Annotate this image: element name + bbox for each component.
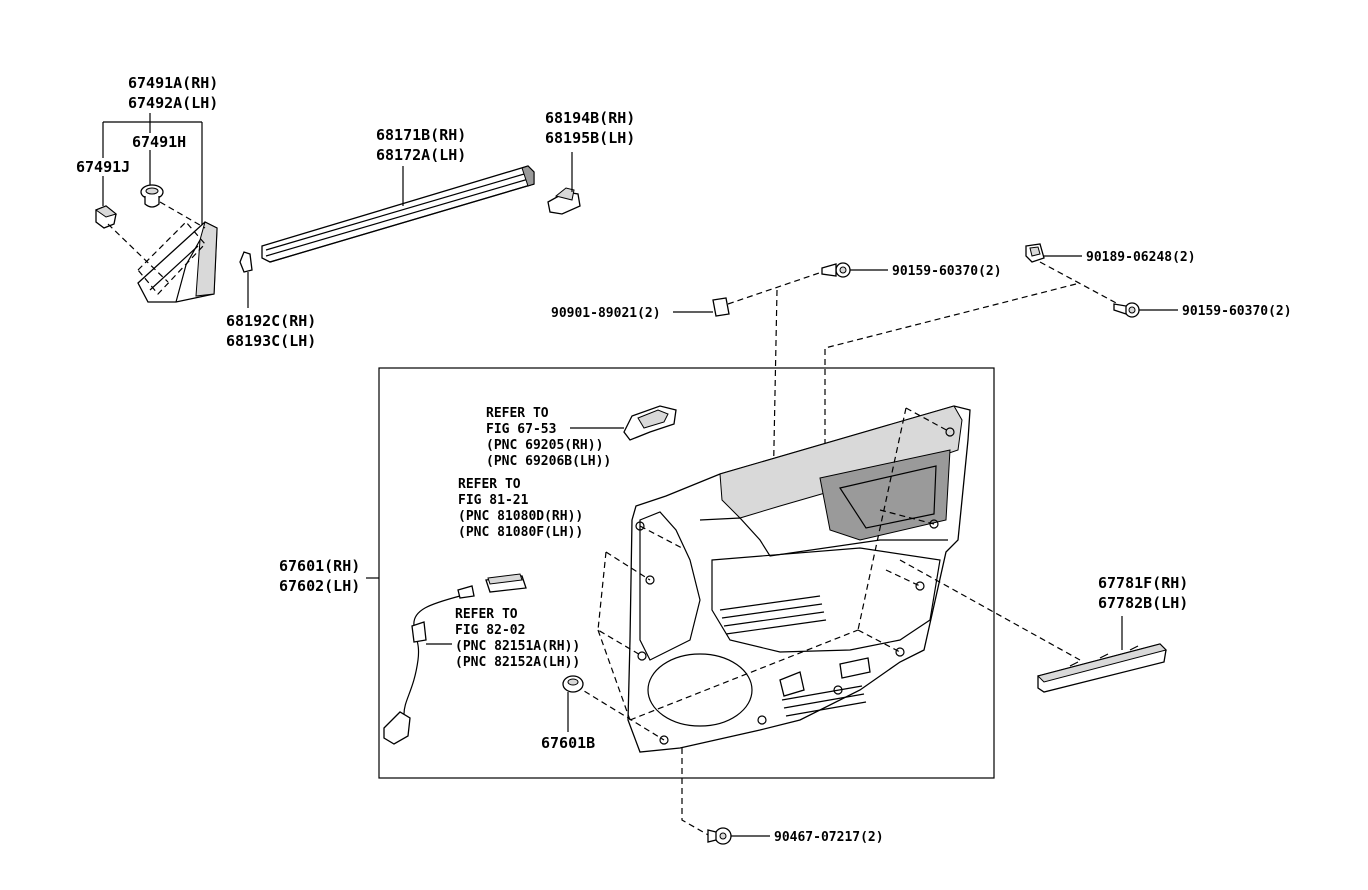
ref-67-53-line4: (PNC 69206B(LH)) xyxy=(486,454,611,469)
label-67492a-lh: 67492A(LH) xyxy=(128,94,218,112)
door-trim-panel-67601 xyxy=(627,405,971,753)
ref-81-21-line2: FIG 81-21 xyxy=(458,493,529,508)
clip-67491j xyxy=(94,205,118,229)
ref-82-02-line4: (PNC 82152A(LH)) xyxy=(455,655,580,670)
ref-81-21-line4: (PNC 81080F(LH)) xyxy=(458,525,583,540)
garnish-67491a xyxy=(137,221,218,303)
garnish-67491a-group xyxy=(94,113,218,303)
label-68193c-lh: 68193C(LH) xyxy=(226,332,316,350)
wire-harness-ref-82-02 xyxy=(383,585,475,745)
bolt-90467 xyxy=(707,827,770,845)
label-68195b-lh: 68195B(LH) xyxy=(545,129,635,147)
clip-68194b xyxy=(547,152,581,215)
ref-82-02-line1: REFER TO xyxy=(455,607,518,622)
clip-68192c xyxy=(239,251,253,308)
label-67781f-rh: 67781F(RH) xyxy=(1098,574,1188,592)
label-67782b-lh: 67782B(LH) xyxy=(1098,594,1188,612)
ref-67-53-line2: FIG 67-53 xyxy=(486,422,556,437)
label-67491a-rh: 67491A(RH) xyxy=(128,74,218,92)
screw-90159-right xyxy=(1113,302,1178,318)
clip-90901 xyxy=(673,297,730,317)
ref-82-02-line2: FIG 82-02 xyxy=(455,623,525,638)
label-68192c-rh: 68192C(RH) xyxy=(226,312,316,330)
speaker-grille-lower xyxy=(781,685,867,717)
label-90467-07217: 90467-07217(2) xyxy=(774,830,884,845)
label-68172a-lh: 68172A(LH) xyxy=(376,146,466,164)
label-67602-lh: 67602(LH) xyxy=(279,577,360,595)
label-67601b: 67601B xyxy=(541,734,595,752)
ref-82-02-line3: (PNC 82151A(RH)) xyxy=(455,639,580,654)
ref-67-53-line1: REFER TO xyxy=(486,406,549,421)
label-68194b-rh: 68194B(RH) xyxy=(545,109,635,127)
speaker-grille-upper xyxy=(719,595,827,635)
label-67601-rh: 67601(RH) xyxy=(279,557,360,575)
inside-handle-ref xyxy=(570,405,677,441)
switch-ref-81-21 xyxy=(485,573,527,593)
door-trim-assembly-box xyxy=(378,367,995,779)
moulding-67781f xyxy=(1037,616,1167,693)
label-68171b-rh: 68171B(RH) xyxy=(376,126,466,144)
screw-90159-left xyxy=(821,262,888,278)
clip-90189 xyxy=(1025,243,1082,263)
ref-81-21-line1: REFER TO xyxy=(458,477,521,492)
label-90159-60370-right: 90159-60370(2) xyxy=(1182,304,1292,319)
belt-moulding-68171b xyxy=(261,165,535,263)
label-90159-60370-left: 90159-60370(2) xyxy=(892,264,1002,279)
clip-67601b xyxy=(562,675,584,732)
ref-67-53-line3: (PNC 69205(RH)) xyxy=(486,438,603,453)
label-67491h: 67491H xyxy=(132,133,186,151)
label-90901-89021: 90901-89021(2) xyxy=(551,306,661,321)
label-90189-06248: 90189-06248(2) xyxy=(1086,250,1196,265)
ref-81-21-line3: (PNC 81080D(RH)) xyxy=(458,509,583,524)
clip-67491h xyxy=(140,184,164,208)
label-67491j: 67491J xyxy=(76,158,130,176)
